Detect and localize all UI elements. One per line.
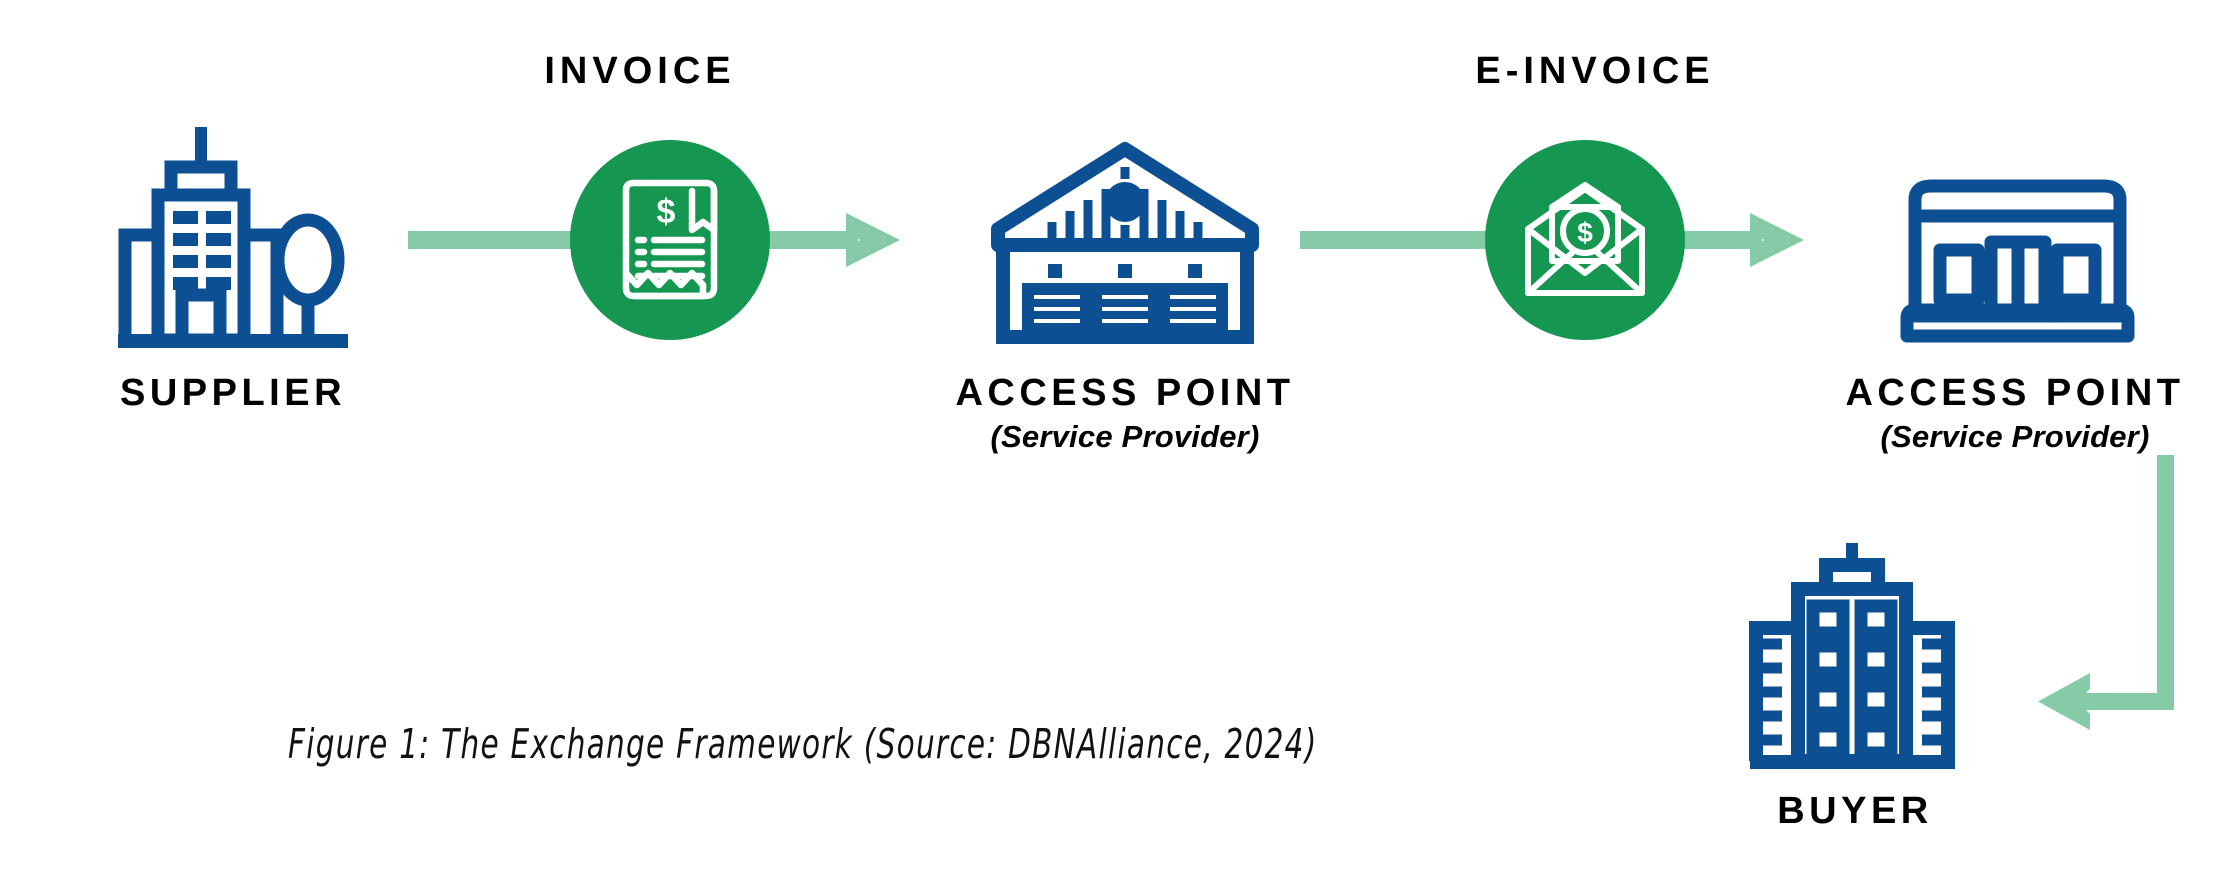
- buyer-label: BUYER: [1640, 790, 2070, 833]
- access-point-2-label-main: ACCESS POINT: [1845, 372, 2185, 414]
- invoice-badge: $: [570, 140, 770, 340]
- arrow-access-point-2-to-buyer: [2020, 455, 2210, 745]
- access-point-1-label-main: ACCESS POINT: [955, 372, 1295, 414]
- buyer-icon: [1749, 540, 1955, 775]
- access-point-1-label: ACCESS POINT (Service Provider): [860, 372, 1390, 454]
- e-invoice-badge: $: [1485, 140, 1685, 340]
- supplier-icon: [118, 125, 348, 350]
- access-point-1-label-sub: (Service Provider): [990, 418, 1260, 454]
- access-point-2-label-sub: (Service Provider): [1880, 418, 2150, 454]
- supplier-label-main: SUPPLIER: [119, 372, 347, 414]
- e-invoice-badge-title: E-INVOICE: [1475, 50, 1715, 92]
- access-point-1-icon: [990, 142, 1260, 350]
- svg-text:$: $: [1577, 217, 1593, 248]
- access-point-2-icon: [1900, 178, 2135, 348]
- envelope-dollar-icon: $: [1525, 182, 1645, 296]
- access-point-2-label: ACCESS POINT (Service Provider): [1790, 372, 2236, 454]
- svg-text:$: $: [657, 193, 676, 231]
- supplier-label: SUPPLIER: [18, 372, 448, 415]
- invoice-badge-title: INVOICE: [544, 50, 736, 92]
- buyer-label-main: BUYER: [1777, 790, 1933, 832]
- invoice-receipt-dollar-icon: $: [622, 179, 718, 300]
- figure-caption: Figure 1: The Exchange Framework (Source…: [288, 720, 1318, 768]
